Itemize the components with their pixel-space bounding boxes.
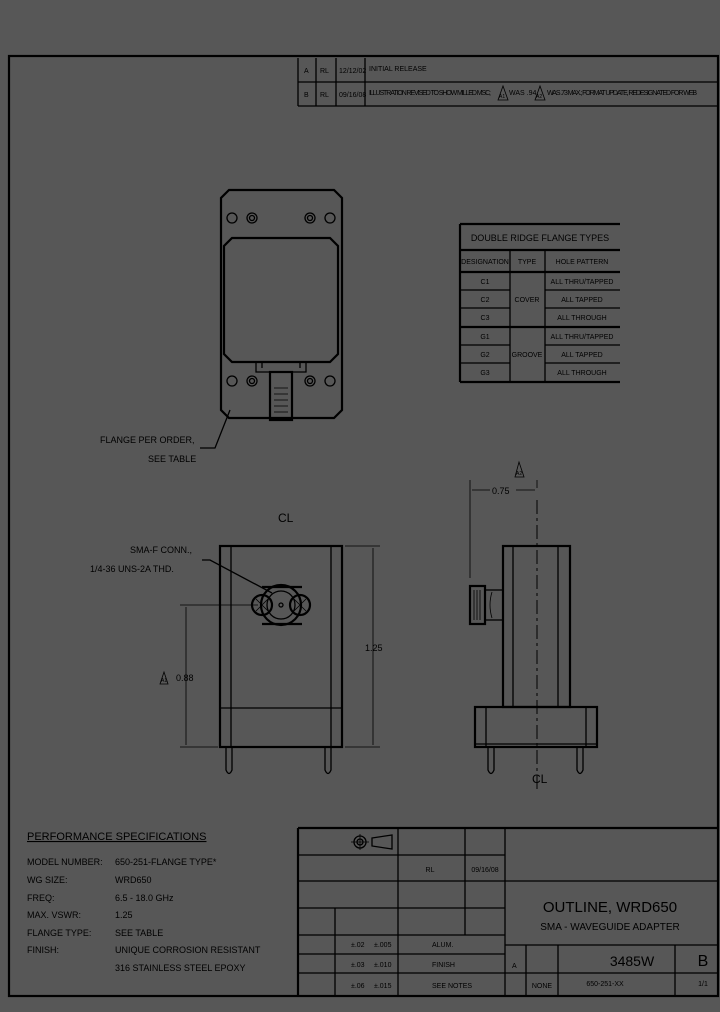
tol-b-1: ±.005 (374, 942, 392, 949)
rev-b-date: 09/16/08 (339, 92, 366, 99)
header-type: TYPE (518, 259, 537, 266)
hole-pattern-g3: ALL THROUGH (557, 370, 606, 377)
drawn-date: 09/16/08 (471, 867, 498, 874)
revision-block: A RL 12/12/02 INITIAL RELEASE B RL 09/16… (297, 58, 718, 107)
flange-callout-1: FLANGE PER ORDER, (100, 435, 195, 445)
hole-pattern-g1: ALL THRU/TAPPED (551, 334, 614, 341)
designation-g2: G2 (480, 352, 489, 359)
spec-value-freq: 6.5 - 18.0 GHz (115, 893, 174, 903)
connector-callout-2: 1/4-36 UNS-2A THD. (90, 564, 174, 574)
tol-a-2: ±.03 (351, 962, 365, 969)
hole-pattern-g2: ALL TAPPED (561, 352, 603, 359)
drawing-subtitle: SMA - WAVEGUIDE ADAPTER (540, 922, 679, 933)
spec-value-wg: WRD650 (115, 875, 152, 885)
delta-a2-side-label: A2 (516, 471, 522, 477)
rev-b-by: RL (320, 92, 329, 99)
performance-specs: PERFORMANCE SPECIFICATIONS MODEL NUMBER:… (27, 831, 261, 973)
top-view: FLANGE PER ORDER, SEE TABLE (100, 188, 344, 464)
centerline-front: CL (278, 511, 294, 525)
designation-g1: G1 (480, 334, 489, 341)
spec-label-model: MODEL NUMBER: (27, 857, 103, 867)
hole-pattern-c1: ALL THRU/TAPPED (551, 279, 614, 286)
tol-b-2: ±.010 (374, 962, 392, 969)
delta-a2-icon (534, 84, 546, 101)
connector-callout-1: SMA-F CONN., (130, 545, 192, 555)
front-view: CL SMA-F CONN., 1/4-36 UNS-2A THD. 1.25 … (90, 511, 383, 775)
spec-label-vswr: MAX. VSWR: (27, 910, 81, 920)
dim-depth: 0.75 (492, 486, 510, 496)
spec-label-finish: FINISH: (27, 945, 59, 955)
rev-b-description-3: WAS .73 MAX.; FORMAT UPDATE, REDESIGNATE… (547, 90, 697, 97)
dim-height: 1.25 (365, 643, 383, 653)
delta-a2-label: A2 (536, 94, 542, 100)
tol-note-3: SEE NOTES (432, 983, 472, 990)
drawing-revision: B (698, 953, 709, 970)
connector-top (268, 370, 294, 422)
spec-label-wg: WG SIZE: (27, 875, 68, 885)
dim-connector-height: 0.88 (176, 673, 194, 683)
centerline-side: CL (532, 772, 548, 786)
third-angle-projection-icon (351, 834, 393, 850)
header-designation: DESIGNATION (461, 259, 509, 266)
tol-a-1: ±.02 (351, 942, 365, 949)
spec-label-flange: FLANGE TYPE: (27, 928, 91, 938)
delta-a1-front-label: A1 (161, 678, 167, 684)
rev-b-description-2: WAS .94, (509, 90, 538, 97)
tol-note-2: FINISH (432, 962, 455, 969)
drawing-size: A (512, 963, 517, 970)
hole-pattern-c3: ALL THROUGH (557, 315, 606, 322)
spec-value-flange: SEE TABLE (115, 928, 163, 938)
spec-value-model: 650-251-FLANGE TYPE* (115, 857, 217, 867)
rev-a-date: 12/12/02 (339, 68, 366, 75)
delta-a1-label: A1 (499, 94, 505, 100)
title-block: RL 09/16/08 ±.02 ±.005 ALUM. ±.03 ±.010 … (296, 826, 718, 996)
flange-callout-2: SEE TABLE (148, 454, 196, 464)
drawing-border (7, 54, 720, 998)
spec-value-finish-2: 316 STAINLESS STEEL EPOXY (115, 963, 246, 973)
flange-table-title: DOUBLE RIDGE FLANGE TYPES (471, 233, 609, 243)
spec-value-finish: UNIQUE CORROSION RESISTANT (115, 945, 261, 955)
rev-a-description: INITIAL RELEASE (369, 66, 427, 73)
specs-title: PERFORMANCE SPECIFICATIONS (27, 831, 206, 843)
header-hole-pattern: HOLE PATTERN (556, 259, 609, 266)
sheet-number: 1/1 (698, 981, 708, 988)
side-view: A2 0.75 CL (468, 460, 599, 790)
type-groove: GROOVE (512, 352, 543, 359)
tol-note-1: ALUM. (432, 942, 453, 949)
flange-table: DOUBLE RIDGE FLANGE TYPES DESIGNATION TY… (458, 222, 620, 384)
sma-connector-side (468, 584, 504, 626)
delta-a2-side-icon (514, 460, 525, 478)
hole-pattern-c2: ALL TAPPED (561, 297, 603, 304)
designation-c1: C1 (481, 279, 490, 286)
drawing-title: OUTLINE, WRD650 (543, 899, 677, 916)
tol-b-3: ±.015 (374, 983, 392, 990)
type-cover: COVER (515, 297, 540, 304)
sma-connector-front (250, 583, 312, 627)
rev-a-by: RL (320, 68, 329, 75)
spec-value-vswr: 1.25 (115, 910, 133, 920)
delta-a1-front-icon (159, 670, 169, 685)
rev-a-letter: A (304, 68, 309, 75)
drawn-by: RL (426, 867, 435, 874)
spec-label-freq: FREQ: (27, 893, 55, 903)
designation-g3: G3 (480, 370, 489, 377)
rev-b-description-1: ILLUSTRATION REVISED TO SHOW MILLED MSC; (369, 90, 491, 97)
delta-a1-icon (497, 84, 509, 101)
designation-c3: C3 (481, 315, 490, 322)
rev-b-letter: B (304, 92, 309, 99)
part-number: 650-251-XX (586, 981, 624, 988)
tol-a-3: ±.06 (351, 983, 365, 990)
drawing-scale: NONE (532, 983, 553, 990)
designation-c2: C2 (481, 297, 490, 304)
drawing-number: 3485W (610, 953, 655, 969)
